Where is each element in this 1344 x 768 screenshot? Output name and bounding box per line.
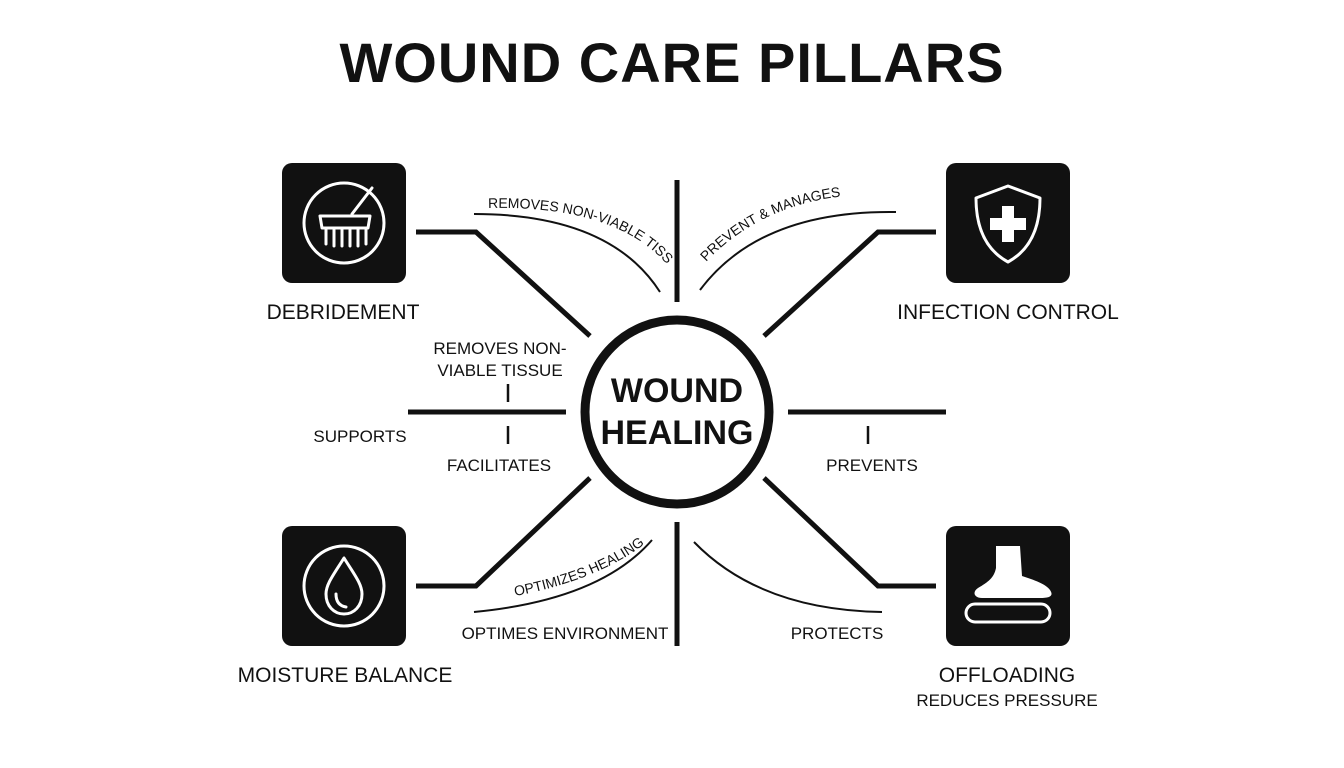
debridement-icon-box: [282, 163, 406, 283]
pillar-infection-control: INFECTION CONTROL: [897, 163, 1119, 324]
infection-control-label: INFECTION CONTROL: [897, 301, 1119, 324]
annotation-arcs: [473, 210, 897, 613]
center-label-line1: WOUND: [611, 372, 743, 410]
pillar-moisture-balance: MOISTURE BALANCE: [238, 526, 453, 687]
offloading-sublabel: REDUCES PRESSURE: [916, 691, 1097, 710]
debridement-label: DEBRIDEMENT: [267, 301, 420, 324]
annotation-optimes-environment: OPTIMES ENVIRONMENT: [462, 624, 669, 643]
offloading-label: OFFLOADING: [939, 664, 1076, 687]
pillar-debridement: DEBRIDEMENT: [267, 163, 420, 324]
pillar-offloading: OFFLOADING REDUCES PRESSURE: [916, 526, 1098, 710]
water-drop-icon: [302, 544, 386, 628]
shield-cross-icon: [974, 184, 1042, 264]
annotation-facilitates: FACILITATES: [447, 456, 551, 475]
annotation-supports: SUPPORTS: [313, 427, 406, 446]
page-title: WOUND CARE PILLARS: [339, 31, 1004, 94]
tick-marks: [506, 384, 870, 444]
center-label-line2: HEALING: [601, 414, 754, 452]
connector-lines: [408, 180, 946, 646]
foot-offloading-icon: [964, 546, 1052, 624]
annotation-removes-line2: VIABLE TISSUE: [437, 361, 562, 380]
scrub-brush-icon: [302, 181, 386, 265]
annotation-prevents: PREVENTS: [826, 456, 918, 475]
moisture-balance-icon-box: [282, 526, 406, 646]
annotation-removes-line1: REMOVES NON-: [433, 339, 566, 358]
annotation-protects: PROTECTS: [791, 624, 884, 643]
center-circle: [580, 315, 774, 509]
moisture-balance-label: MOISTURE BALANCE: [238, 664, 453, 687]
